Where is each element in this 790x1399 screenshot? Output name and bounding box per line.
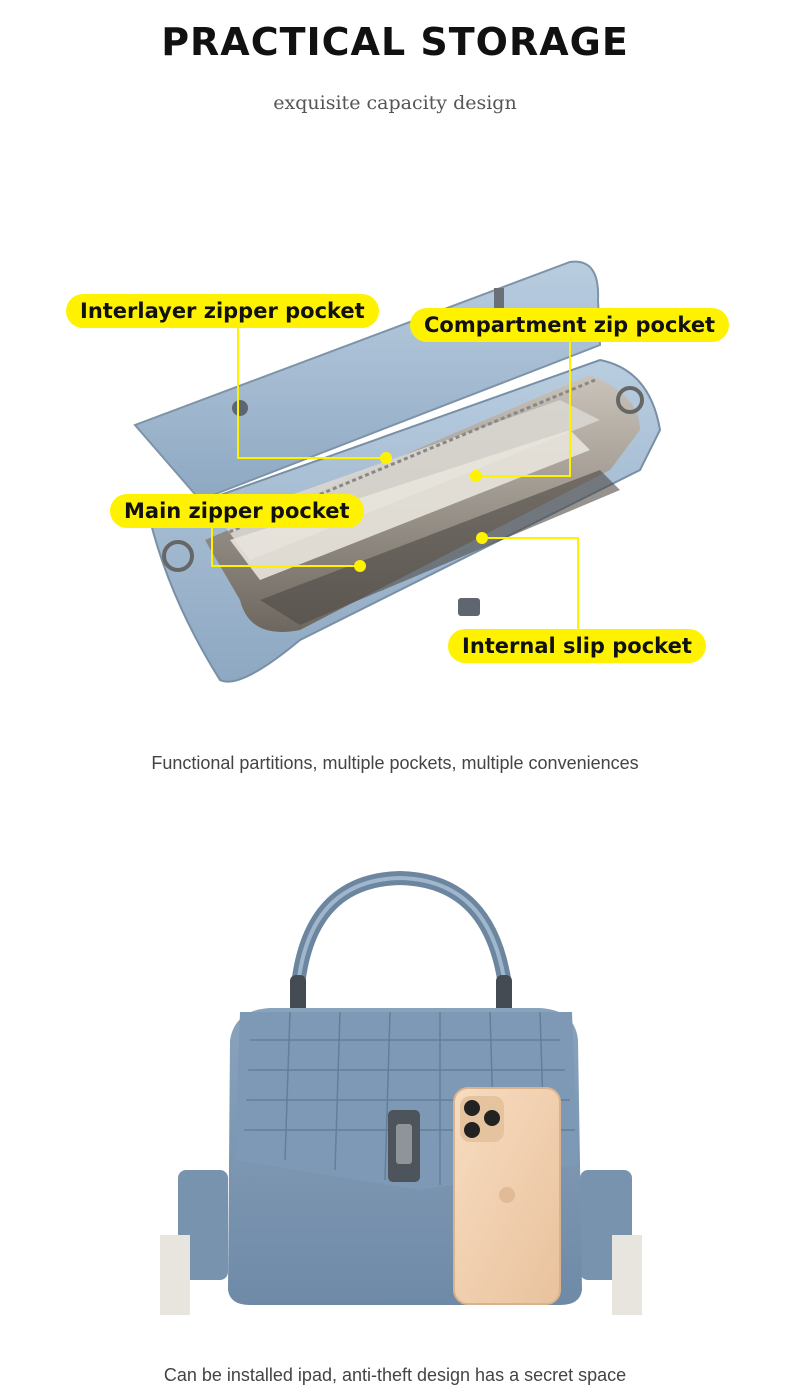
callout-interlayer-zipper-pocket: Interlayer zipper pocket <box>66 294 379 328</box>
callout-internal-slip-pocket: Internal slip pocket <box>448 629 706 663</box>
callout-main-zipper-pocket: Main zipper pocket <box>110 494 364 528</box>
exterior-caption: Can be installed ipad, anti-theft design… <box>163 1365 627 1385</box>
page-subtitle: exquisite capacity design <box>273 92 517 114</box>
callout-compartment-zip-pocket: Compartment zip pocket <box>410 308 730 342</box>
interior-caption: Functional partitions, multiple pockets,… <box>151 753 639 773</box>
page-title: PRACTICAL STORAGE <box>161 20 629 64</box>
bag-interior-illustration <box>133 260 662 683</box>
